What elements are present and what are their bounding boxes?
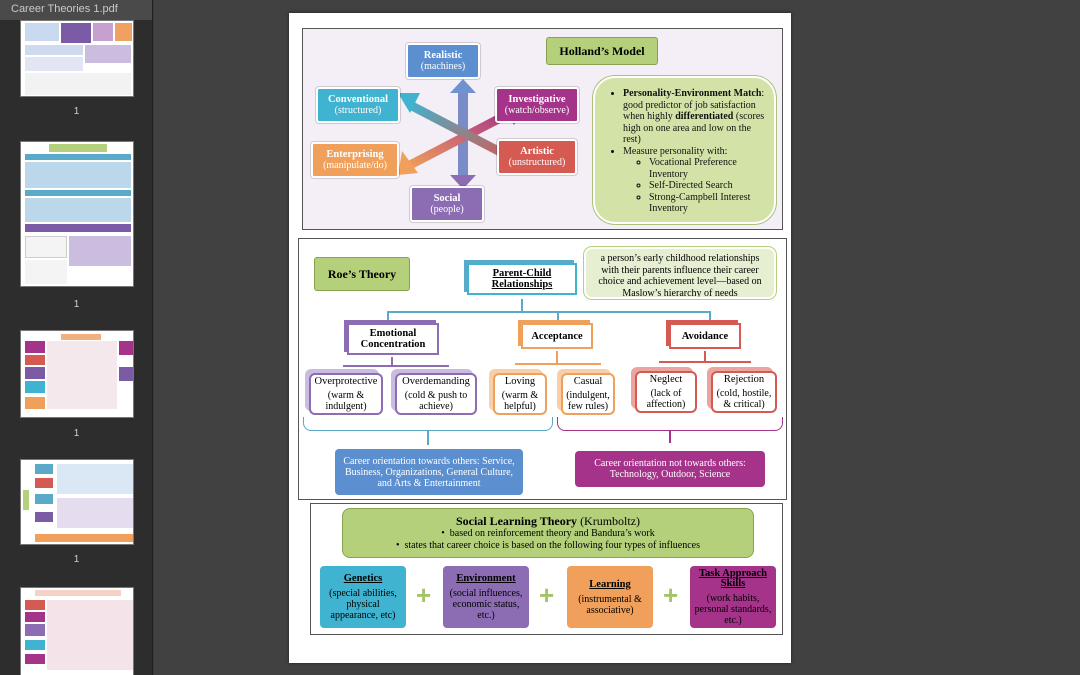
slt-influence-environment: Environment (social influences, economic…	[443, 566, 529, 628]
roe-section: Roe’s Theory Parent-Child Relationships …	[298, 238, 787, 500]
holland-type-conventional: Conventional (structured)	[316, 87, 400, 123]
roe-connector	[427, 431, 429, 445]
roe-title: Roe’s Theory	[314, 257, 410, 291]
roe-bracket-not-towards	[557, 417, 783, 431]
page-label: 1	[73, 428, 80, 439]
roe-child-rejection: Rejection (cold, hostile, & critical)	[711, 371, 777, 413]
roe-branch-acceptance: Acceptance	[521, 323, 593, 349]
plus-icon: +	[539, 580, 555, 610]
roe-child-neglect: Neglect (lack of affection)	[635, 371, 697, 413]
holland-type-enterprising: Enterprising (manipulate/do)	[311, 142, 399, 178]
document-title: Career Theories 1.pdf	[0, 0, 152, 20]
roe-connector	[343, 365, 449, 367]
page-label: 1	[73, 106, 80, 117]
slt-influence-learning: Learning (instrumental & associative)	[567, 566, 653, 628]
holland-title: Holland’s Model	[546, 37, 658, 65]
roe-bracket-towards	[303, 417, 553, 431]
page-thumbnail-4[interactable]	[20, 459, 134, 545]
plus-icon: +	[416, 580, 432, 610]
roe-connector	[387, 311, 389, 321]
slt-bullet: • based on reinforcement theory and Band…	[441, 528, 655, 539]
slt-section: Social Learning Theory (Krumboltz) • bas…	[310, 503, 783, 635]
slt-influence-genetics: Genetics (special abilities, physical ap…	[320, 566, 406, 628]
holland-inventory: Strong-Campbell Interest Inventory	[649, 192, 766, 215]
holland-note-match: Personality-Environment Match: good pred…	[623, 88, 766, 146]
roe-connector	[515, 363, 601, 365]
page-label: 1	[73, 299, 80, 310]
holland-inventory: Self-Directed Search	[649, 180, 766, 192]
roe-child-loving: Loving (warm & helpful)	[493, 373, 547, 415]
slt-bullet: • states that career choice is based on …	[396, 540, 700, 551]
holland-type-investigative: Investigative (watch/observe)	[495, 87, 579, 123]
roe-connector	[659, 361, 751, 363]
page-thumbnail-1[interactable]	[20, 20, 134, 97]
roe-connector	[391, 357, 393, 365]
plus-icon: +	[663, 580, 679, 610]
roe-connector	[557, 311, 559, 321]
roe-connector	[387, 311, 709, 313]
roe-child-overprotective: Overprotective (warm & indulgent)	[309, 373, 383, 415]
roe-connector	[521, 299, 523, 311]
holland-notes: Personality-Environment Match: good pred…	[593, 76, 776, 224]
page-label: 1	[73, 554, 80, 565]
page-thumbnail-5[interactable]	[20, 587, 134, 675]
roe-child-overdemanding: Overdemanding (cold & push to achieve)	[395, 373, 477, 415]
roe-note: a person’s early childhood relationships…	[584, 247, 776, 299]
roe-connector	[556, 351, 558, 363]
thumbnail-sidebar: Career Theories 1.pdf 1 1 1	[0, 0, 153, 675]
holland-type-social: Social (people)	[410, 186, 484, 222]
roe-root: Parent-Child Relationships	[467, 263, 577, 295]
slt-influence-task-approach-skills: Task Approach Skills (work habits, perso…	[690, 566, 776, 628]
roe-outcome-not-towards: Career orientation not towards others: T…	[575, 451, 765, 487]
holland-section: Holland’s Model	[302, 28, 783, 230]
pdf-page: Holland’s Model	[289, 13, 791, 663]
holland-note-measure: Measure personality with: Vocational Pre…	[623, 146, 766, 215]
holland-type-artistic: Artistic (unstructured)	[497, 139, 577, 175]
roe-outcome-towards: Career orientation towards others: Servi…	[335, 449, 523, 495]
roe-branch-emotional-concentration: Emotional Concentration	[347, 323, 439, 355]
holland-type-realistic: Realistic (machines)	[406, 43, 480, 79]
roe-child-casual: Casual (indulgent, few rules)	[561, 373, 615, 415]
roe-branch-avoidance: Avoidance	[669, 323, 741, 349]
roe-connector	[709, 311, 711, 321]
page-thumbnail-3[interactable]	[20, 330, 134, 418]
page-thumbnail-2[interactable]	[20, 141, 134, 287]
holland-inventory: Vocational Preference Inventory	[649, 157, 766, 180]
roe-connector	[704, 351, 706, 361]
roe-connector	[669, 431, 671, 443]
slt-header: Social Learning Theory (Krumboltz) • bas…	[342, 508, 754, 558]
